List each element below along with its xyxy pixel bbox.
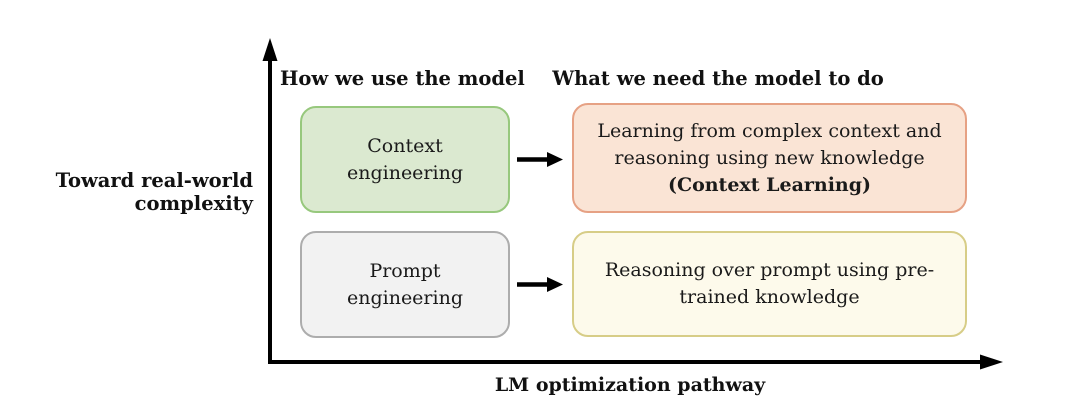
box-context-learning: Learning from complex context and reason… xyxy=(572,103,967,213)
flow-arrow-top-head-icon xyxy=(547,152,563,167)
box-prompt-engineering-line1: Prompt xyxy=(369,259,441,282)
y-axis-label: Toward real-world complexity xyxy=(55,169,253,215)
box-prompt-reasoning: Reasoning over prompt using pre- trained… xyxy=(572,231,967,337)
box-prompt-engineering: Prompt engineering xyxy=(300,231,510,338)
y-axis-label-line1: Toward real-world xyxy=(55,169,253,192)
x-axis-arrowhead-icon xyxy=(980,354,1003,370)
box-context-engineering: Context engineering xyxy=(300,106,510,213)
column-header-what-we-need: What we need the model to do xyxy=(552,67,884,90)
y-axis-label-line2: complexity xyxy=(134,192,253,215)
box-prompt-engineering-line2: engineering xyxy=(346,286,463,309)
flow-arrow-bottom-head-icon xyxy=(547,277,563,292)
box-context-engineering-line2: engineering xyxy=(346,161,463,184)
x-axis-label: LM optimization pathway xyxy=(494,374,766,396)
y-axis-arrowhead-icon xyxy=(262,38,278,61)
column-header-how-we-use: How we use the model xyxy=(280,67,525,90)
box-context-learning-line3: (Context Learning) xyxy=(667,173,872,196)
box-context-engineering-line1: Context xyxy=(367,134,443,157)
box-context-learning-line2: reasoning using new knowledge xyxy=(614,146,925,169)
box-prompt-reasoning-line2: trained knowledge xyxy=(679,286,860,308)
box-prompt-reasoning-line1: Reasoning over prompt using pre- xyxy=(604,259,935,281)
box-context-learning-line1: Learning from complex context and xyxy=(597,119,942,142)
